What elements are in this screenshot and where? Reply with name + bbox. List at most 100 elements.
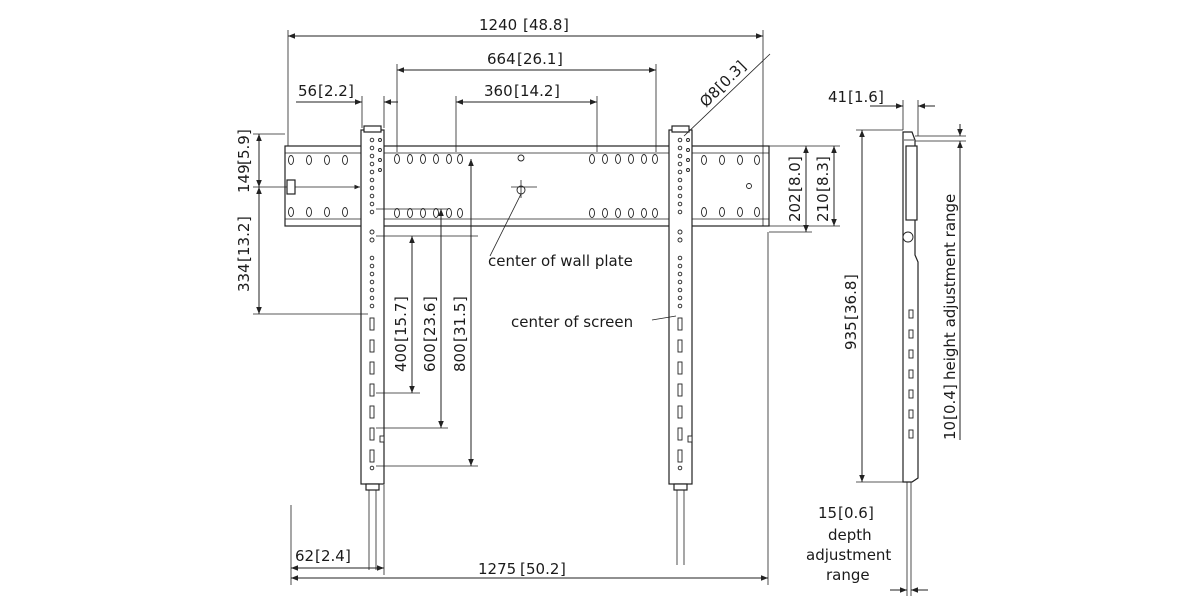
svg-text:[: [ xyxy=(814,186,832,192)
svg-text:]: ] xyxy=(392,296,410,302)
svg-text:[: [ xyxy=(517,50,523,68)
svg-text:360: 360 xyxy=(484,82,513,100)
level-indicator xyxy=(286,179,296,195)
svg-text:8.3: 8.3 xyxy=(814,162,832,186)
svg-text:]: ] xyxy=(345,547,351,565)
svg-text:[: [ xyxy=(318,82,324,100)
svg-text:0.4: 0.4 xyxy=(941,390,959,414)
dim-center-offset: 334 [ 13.2 ] xyxy=(235,216,253,292)
svg-text:1.6: 1.6 xyxy=(854,88,878,106)
svg-text:adjustment: adjustment xyxy=(806,546,891,564)
svg-text:41: 41 xyxy=(828,88,847,106)
svg-text:]: ] xyxy=(786,156,804,162)
svg-text:23.6: 23.6 xyxy=(421,303,439,336)
svg-text:range: range xyxy=(826,566,870,584)
right-arm-holes xyxy=(677,137,693,471)
dim-arm-width: 56 [ 2.2 ] xyxy=(298,82,354,100)
svg-text:1275: 1275 xyxy=(478,560,516,578)
dim-vert-600: 600 [ 23.6 ] xyxy=(421,296,439,372)
svg-text:[: [ xyxy=(421,336,439,342)
svg-text:]: ] xyxy=(563,16,569,34)
svg-text:[: [ xyxy=(786,186,804,192)
svg-text:]: ] xyxy=(348,82,354,100)
dim-depth-adjust: 15 [ 0.6 ] depth adjustment range xyxy=(806,504,891,584)
svg-text:15.7: 15.7 xyxy=(392,303,410,336)
dim-hole-diameter: Ø 8 [ 0.3 ] xyxy=(696,57,750,111)
svg-text:26.1: 26.1 xyxy=(523,50,556,68)
svg-text:8.0: 8.0 xyxy=(786,162,804,186)
svg-text:[: [ xyxy=(315,547,321,565)
svg-text:600: 600 xyxy=(421,343,439,372)
side-profile-view xyxy=(902,131,919,560)
svg-text:202: 202 xyxy=(786,193,804,222)
svg-text:]: ] xyxy=(868,504,874,522)
svg-text:[: [ xyxy=(838,504,844,522)
svg-text:]: ] xyxy=(235,216,253,222)
wall-plate xyxy=(284,145,770,227)
svg-text:2.2: 2.2 xyxy=(324,82,348,100)
dim-plate-height-a: 202 [ 8.0 ] xyxy=(786,156,804,222)
dim-bottom-offset: 62 [ 2.4 ] xyxy=(295,547,351,565)
left-arm-holes xyxy=(369,137,385,471)
svg-text:13.2: 13.2 xyxy=(235,223,253,256)
svg-text:800: 800 xyxy=(451,343,469,372)
dim-hole-spacing-narrow: 360 [ 14.2 ] xyxy=(484,82,560,100)
dim-overall-width: 1240 [ 48.8 ] xyxy=(479,16,569,34)
svg-text:31.5: 31.5 xyxy=(451,303,469,336)
svg-text:]: ] xyxy=(560,560,566,578)
svg-text:935: 935 xyxy=(842,321,860,350)
svg-text:15: 15 xyxy=(818,504,837,522)
svg-text:0.6: 0.6 xyxy=(844,504,868,522)
svg-text:depth: depth xyxy=(828,526,872,544)
dim-hole-spacing-wide: 664 [ 26.1 ] xyxy=(487,50,563,68)
dim-profile-depth: 41 [ 1.6 ] xyxy=(828,88,884,106)
svg-text:[: [ xyxy=(523,16,529,34)
svg-text:]: ] xyxy=(814,156,832,162)
svg-text:]: ] xyxy=(557,50,563,68)
svg-text:149: 149 xyxy=(235,164,253,193)
center-screen-label: center of screen xyxy=(511,313,633,331)
svg-text:1240: 1240 xyxy=(479,16,517,34)
svg-text:[: [ xyxy=(392,336,410,342)
svg-text:48.8: 48.8 xyxy=(529,16,562,34)
svg-text:2.4: 2.4 xyxy=(321,547,345,565)
svg-text:[: [ xyxy=(514,82,520,100)
svg-text:10: 10 xyxy=(941,421,959,440)
dim-vert-800: 800 [ 31.5 ] xyxy=(451,296,469,372)
svg-text:]: ] xyxy=(941,384,959,390)
right-screen-arm xyxy=(668,125,693,565)
dimension-labels: 1240 [ 48.8 ] 664 [ 26.1 ] 360 [ 14.2 ] … xyxy=(235,16,959,584)
svg-text:[: [ xyxy=(235,256,253,262)
svg-text:]: ] xyxy=(421,296,439,302)
dim-vert-400: 400 [ 15.7 ] xyxy=(392,296,410,372)
svg-text:14.2: 14.2 xyxy=(520,82,553,100)
svg-text:]: ] xyxy=(554,82,560,100)
svg-text:334: 334 xyxy=(235,263,253,292)
svg-text:[: [ xyxy=(235,159,253,165)
svg-text:[: [ xyxy=(848,88,854,106)
dim-total-width: 1275 [ 50.2 ] xyxy=(478,560,566,578)
svg-text:]: ] xyxy=(842,274,860,280)
svg-text:50.2: 50.2 xyxy=(526,560,559,578)
dim-top-offset: 149 [ 5.9 ] xyxy=(235,129,253,193)
svg-text:]: ] xyxy=(451,296,469,302)
svg-text:5.9: 5.9 xyxy=(235,135,253,159)
svg-text:]: ] xyxy=(235,129,253,135)
svg-text:[: [ xyxy=(520,560,526,578)
dim-height-adjust: 10 [ 0.4 ] height adjustment range xyxy=(941,194,959,440)
wall-plate-slots xyxy=(288,154,760,218)
svg-text:56: 56 xyxy=(298,82,317,100)
dimension-lines xyxy=(253,30,966,596)
svg-text:36.8: 36.8 xyxy=(842,281,860,314)
svg-text:[: [ xyxy=(842,314,860,320)
dim-arm-length: 935 [ 36.8 ] xyxy=(842,274,860,350)
svg-text:62: 62 xyxy=(295,547,314,565)
svg-text:400: 400 xyxy=(392,343,410,372)
svg-text:210: 210 xyxy=(814,193,832,222)
dim-plate-height-b: 210 [ 8.3 ] xyxy=(814,156,832,222)
svg-text:664: 664 xyxy=(487,50,516,68)
svg-text:height adjustment range: height adjustment range xyxy=(941,194,959,380)
svg-text:]: ] xyxy=(878,88,884,106)
center-wall-plate-label: center of wall plate xyxy=(488,252,633,270)
